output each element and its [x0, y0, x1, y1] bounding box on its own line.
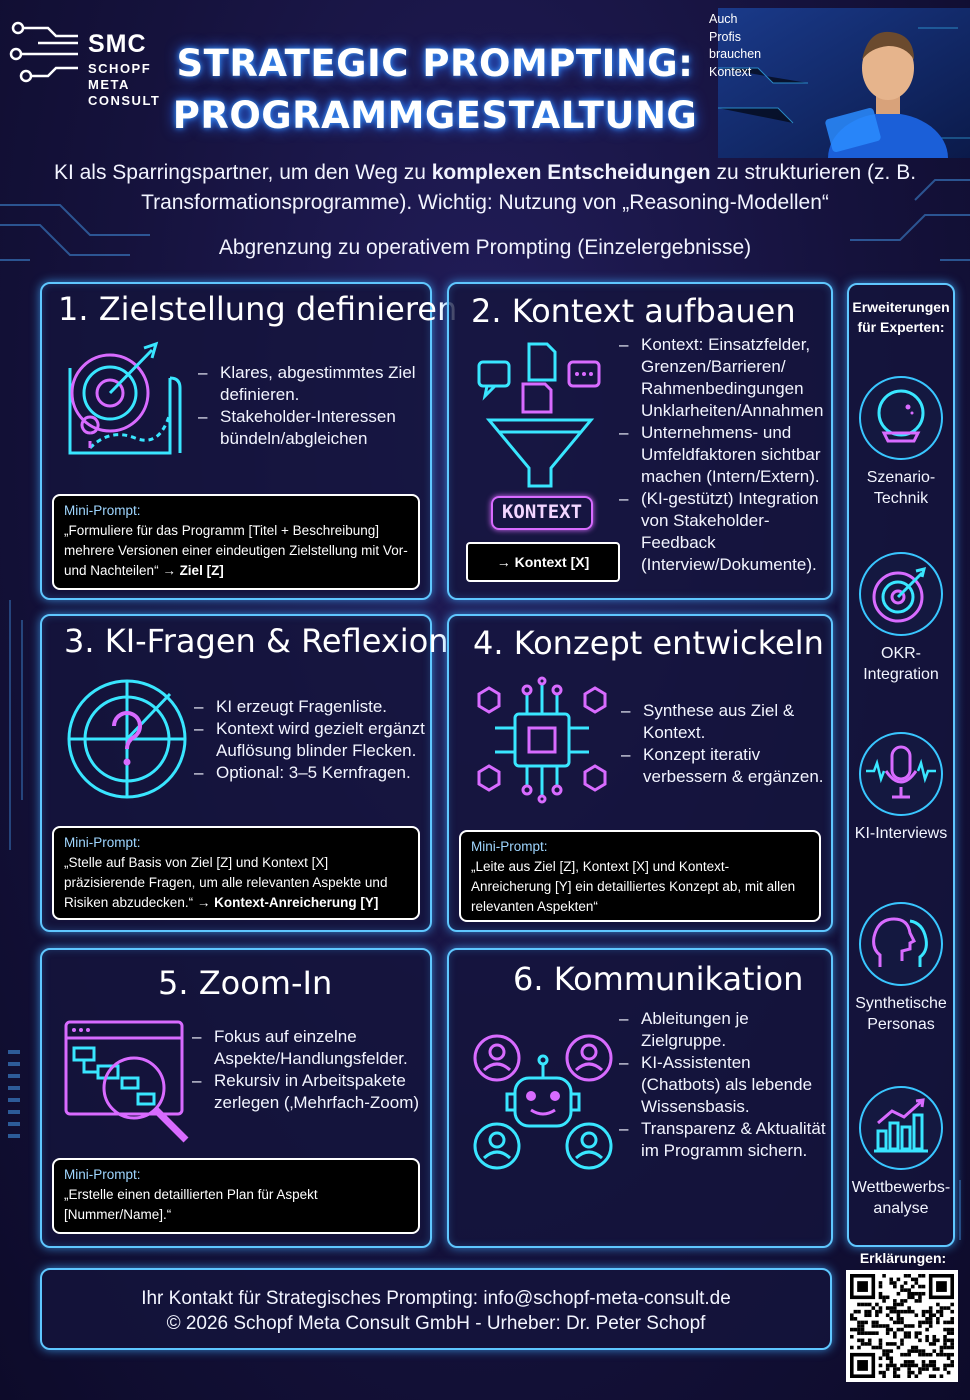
logo-circuit-icon: [9, 21, 78, 83]
bullet: Konzept iterativ verbessern & ergänzen.: [621, 744, 831, 788]
mini-prompt-box: Mini-Prompt: „Formuliere für das Program…: [52, 494, 420, 590]
logo-line3: CONSULT: [88, 93, 161, 108]
extension-szenario[interactable]: Szenario-Technik: [849, 375, 953, 509]
mini-prompt-text: „Leite aus Ziel [Z], Kontext [X] und Kon…: [471, 859, 796, 914]
mini-prompt-label: Mini-Prompt:: [64, 1167, 141, 1182]
heads-icon: [859, 902, 943, 986]
auch-profis-text: Auch Profis brauchen Kontext: [709, 12, 762, 79]
extension-okr[interactable]: OKR-Integration: [849, 551, 953, 685]
card-bullets: KI erzeugt Fragenliste. Kontext wird gez…: [194, 696, 430, 784]
footer-contact: Ihr Kontakt für Strategisches Prompting:…: [40, 1268, 832, 1350]
zoom-window-icon: [64, 1020, 189, 1143]
abgrenzung-text: Abgrenzung zu operativem Prompting (Einz…: [218, 236, 752, 259]
extension-label: OKR-Integration: [863, 645, 939, 683]
mini-prompt-target: → Ziel [Z]: [162, 563, 224, 578]
mini-prompt-label: Mini-Prompt:: [64, 503, 141, 518]
portrait-illustration: [718, 8, 970, 158]
extension-label: KI-Interviews: [854, 825, 948, 842]
microphone-icon: [859, 732, 943, 816]
extension-wettbewerb[interactable]: Wettbewerbs-analyse: [849, 1085, 953, 1219]
logo-smc: SMC: [88, 30, 147, 58]
radar-question-icon: [67, 679, 187, 799]
crystal-ball-icon: [859, 376, 943, 460]
mini-prompt-label: Mini-Prompt:: [471, 839, 548, 854]
extension-ki-interviews[interactable]: KI-Interviews: [849, 731, 953, 844]
card-bullets: Ableitungen je Zielgruppe. KI-Assistente…: [619, 1008, 829, 1162]
mini-prompt-box: Mini-Prompt: „Stelle auf Basis von Ziel …: [52, 826, 420, 920]
bullet: Transparenz & Aktualität im Programm sic…: [619, 1118, 829, 1162]
bullet: Fokus auf einzelne Aspekte/Handlungsfeld…: [192, 1026, 428, 1070]
kontext-output-button[interactable]: → Kontext [X]: [466, 542, 620, 582]
robot-users-icon: [473, 1034, 613, 1170]
bullet: KI-Assistenten (Chatbots) als lebende Wi…: [619, 1052, 829, 1118]
card-title: 1. Zielstellung definieren: [58, 290, 458, 328]
logo-line1: SCHOPF: [88, 61, 152, 76]
card-ki-fragen: 3. KI-Fragen & Reflexion KI erzeugt Frag…: [40, 614, 449, 932]
bullet: Unternehmens- und Umfeldfaktoren sichtba…: [619, 422, 831, 488]
mini-prompt-text: „Erstelle einen detaillierten Plan für A…: [64, 1187, 318, 1222]
bullet: Klares, abgestimmtes Ziel definieren.: [198, 362, 428, 406]
extension-label: Szenario-Technik: [866, 469, 936, 507]
logo-line2: META: [88, 77, 130, 92]
card-title: 3. KI-Fragen & Reflexion: [64, 622, 449, 660]
bullet: Optional: 3–5 Kernfragen.: [194, 762, 430, 784]
extensions-panel: Erweiterungen für Experten: Szenario-Tec…: [847, 283, 955, 1247]
extensions-title: Erweiterungen für Experten:: [852, 299, 950, 335]
qr-code[interactable]: [846, 1270, 958, 1382]
extension-label: Synthetische Personas: [855, 995, 947, 1033]
target-icon: [859, 552, 943, 636]
bullet: (KI-gestützt) Integration von Stakeholde…: [619, 488, 831, 576]
extension-label: Wettbewerbs-analyse: [851, 1179, 951, 1217]
card-konzept: 4. Konzept entwickeln Synthese aus Ziel …: [447, 614, 833, 932]
intro-bold: komplexen Entscheidungen: [431, 161, 711, 184]
bullet: Synthese aus Ziel & Kontext.: [621, 700, 831, 744]
bar-chart-icon: [859, 1086, 943, 1170]
bullet: Kontext wird gezielt ergänzt Auflösung b…: [194, 718, 430, 762]
card-title: 4. Konzept entwickeln: [473, 624, 824, 662]
qr-code-image: [850, 1274, 954, 1378]
extension-personas[interactable]: Synthetische Personas: [849, 901, 953, 1035]
title-line1: STRATEGIC PROMPTING:: [176, 42, 694, 85]
card-bullets: Fokus auf einzelne Aspekte/Handlungsfeld…: [192, 1026, 428, 1114]
card-title: 5. Zoom-In: [158, 964, 333, 1002]
card-zielstellung: 1. Zielstellung definieren Klares, abges…: [40, 282, 457, 600]
card-zoom-in: 5. Zoom-In Fokus auf einzelne Aspekte/Ha…: [40, 948, 432, 1248]
intro-text: KI als Sparringspartner, um den Weg zu k…: [53, 161, 917, 214]
mini-prompt-box: Mini-Prompt: „Leite aus Ziel [Z], Kontex…: [459, 830, 821, 922]
qr-label: Erklärungen:: [859, 1250, 947, 1266]
card-bullets: Kontext: Einsatzfelder, Grenzen/Barriere…: [619, 334, 831, 576]
mini-prompt-label: Mini-Prompt:: [64, 835, 141, 850]
smc-logo: SMC SCHOPF META CONSULT: [8, 18, 178, 113]
footer-line1[interactable]: Ihr Kontakt für Strategisches Prompting:…: [141, 1288, 731, 1309]
footer-line2: © 2026 Schopf Meta Consult GmbH - Urhebe…: [166, 1313, 706, 1334]
mini-prompt-text: „Stelle auf Basis von Ziel [Z] und Konte…: [64, 855, 388, 910]
bullet: Kontext: Einsatzfelder, Grenzen/Barriere…: [619, 334, 831, 422]
funnel-documents-icon: [477, 342, 601, 488]
card-title: 2. Kontext aufbauen: [471, 292, 796, 330]
bullet: Ableitungen je Zielgruppe.: [619, 1008, 829, 1052]
kontext-icon-label: KONTEXT: [491, 496, 593, 530]
bullet: Rekursiv in Arbeitspakete zerlegen (‚Meh…: [192, 1070, 428, 1114]
card-kommunikation: 6. Kommunikation Ableitungen je Zielgrup…: [447, 948, 833, 1248]
mini-prompt-text: „Formuliere für das Programm [Titel + Be…: [64, 523, 408, 578]
chip-network-icon: [477, 676, 607, 804]
title-line2: PROGRAMMGESTALTUNG: [172, 94, 698, 137]
mini-prompt-target: → Kontext-Anreicherung [Y]: [196, 895, 379, 910]
target-map-icon: [68, 341, 182, 455]
card-bullets: Klares, abgestimmtes Ziel definieren. St…: [198, 362, 428, 450]
bullet: KI erzeugt Fragenliste.: [194, 696, 430, 718]
page-title: STRATEGIC PROMPTING: PROGRAMMGESTALTUNG: [170, 38, 700, 142]
mini-prompt-box: Mini-Prompt: „Erstelle einen detailliert…: [52, 1158, 420, 1234]
card-bullets: Synthese aus Ziel & Kontext. Konzept ite…: [621, 700, 831, 788]
card-title: 6. Kommunikation: [513, 960, 804, 998]
bullet: Stakeholder-Interessen bündeln/abgleiche…: [198, 406, 428, 450]
